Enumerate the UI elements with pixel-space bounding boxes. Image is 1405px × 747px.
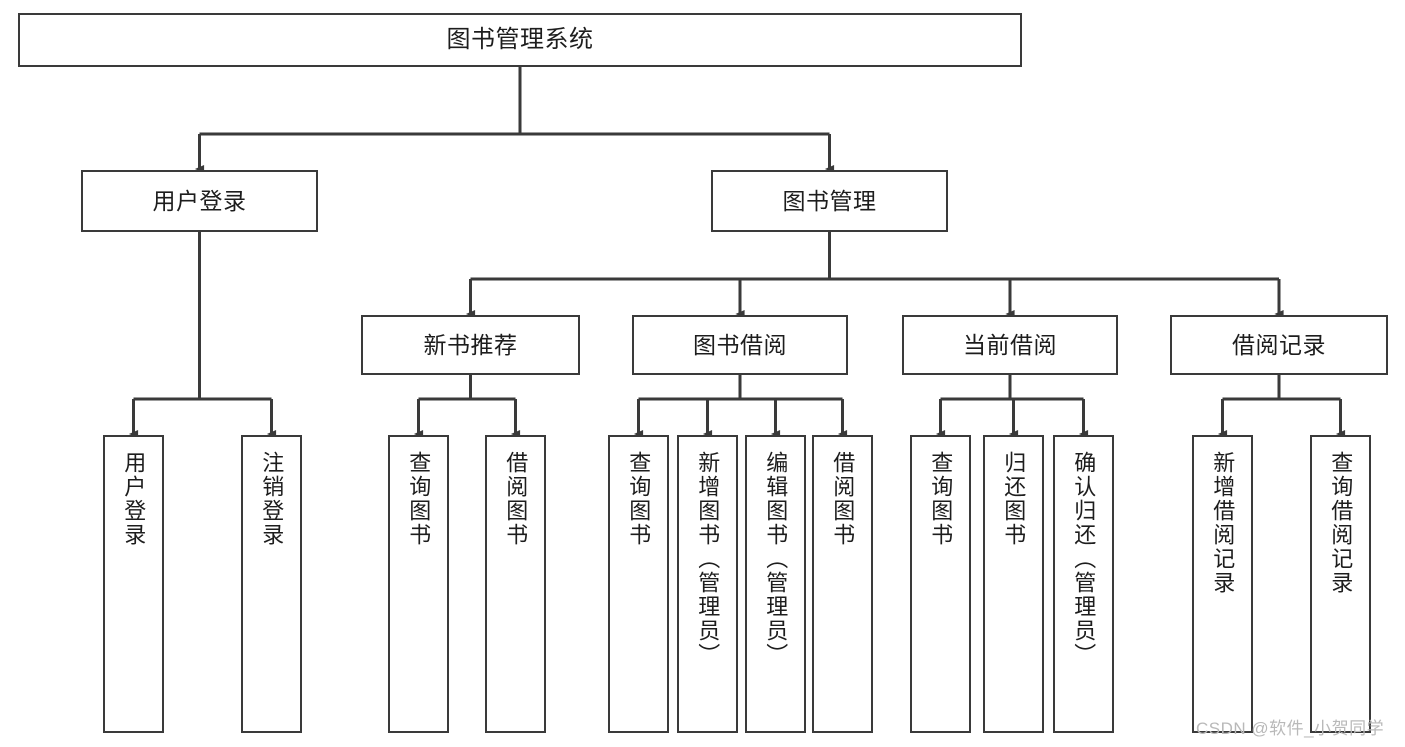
node-label-leaf-user-login: 用户登录 (121, 451, 147, 547)
node-label-current-borrow: 当前借阅 (963, 331, 1057, 358)
node-label-leaf-query-book-2: 查询图书 (626, 451, 652, 547)
node-label-new-book-recommend: 新书推荐 (423, 331, 518, 358)
node-root[interactable]: 图书管理系统 (18, 13, 1022, 67)
node-label-leaf-query-record: 查询借阅记录 (1328, 451, 1354, 595)
node-new-book-recommend[interactable]: 新书推荐 (361, 315, 580, 375)
node-leaf-return-book[interactable]: 归还图书 (983, 435, 1044, 733)
node-leaf-confirm-return[interactable]: 确认归还（管理员） (1053, 435, 1114, 733)
node-label-book-borrow: 图书借阅 (693, 331, 787, 358)
node-label-leaf-query-book-3: 查询图书 (928, 451, 954, 547)
node-label-leaf-borrow-book-1: 借阅图书 (503, 451, 529, 547)
node-label-leaf-edit-book: 编辑图书（管理员） (763, 451, 789, 667)
node-label-leaf-return-book: 归还图书 (1001, 451, 1027, 547)
node-leaf-query-book-2[interactable]: 查询图书 (608, 435, 669, 733)
node-book-borrow[interactable]: 图书借阅 (632, 315, 848, 375)
node-book-manage[interactable]: 图书管理 (711, 170, 948, 232)
node-label-root: 图书管理系统 (446, 26, 594, 54)
node-leaf-query-record[interactable]: 查询借阅记录 (1310, 435, 1371, 733)
node-leaf-borrow-book-2[interactable]: 借阅图书 (812, 435, 873, 733)
node-leaf-borrow-book-1[interactable]: 借阅图书 (485, 435, 546, 733)
node-label-leaf-confirm-return: 确认归还（管理员） (1071, 451, 1097, 667)
node-leaf-logout[interactable]: 注销登录 (241, 435, 302, 733)
node-label-leaf-add-book: 新增图书（管理员） (695, 451, 721, 667)
node-label-leaf-logout: 注销登录 (259, 451, 285, 547)
node-borrow-record[interactable]: 借阅记录 (1170, 315, 1388, 375)
node-current-borrow[interactable]: 当前借阅 (902, 315, 1118, 375)
node-label-leaf-add-record: 新增借阅记录 (1210, 451, 1236, 595)
node-leaf-add-record[interactable]: 新增借阅记录 (1192, 435, 1253, 733)
node-leaf-query-book-3[interactable]: 查询图书 (910, 435, 971, 733)
node-label-user-login: 用户登录 (152, 187, 247, 214)
node-leaf-add-book[interactable]: 新增图书（管理员） (677, 435, 738, 733)
node-label-leaf-query-book-1: 查询图书 (406, 451, 432, 547)
node-label-book-manage: 图书管理 (782, 187, 877, 214)
node-label-borrow-record: 借阅记录 (1232, 331, 1326, 358)
node-leaf-query-book-1[interactable]: 查询图书 (388, 435, 449, 733)
node-label-leaf-borrow-book-2: 借阅图书 (830, 451, 856, 547)
node-user-login[interactable]: 用户登录 (81, 170, 318, 232)
node-leaf-edit-book[interactable]: 编辑图书（管理员） (745, 435, 806, 733)
watermark-csdn: CSDN @软件_小贺同学 (1196, 719, 1385, 738)
node-leaf-user-login[interactable]: 用户登录 (103, 435, 164, 733)
